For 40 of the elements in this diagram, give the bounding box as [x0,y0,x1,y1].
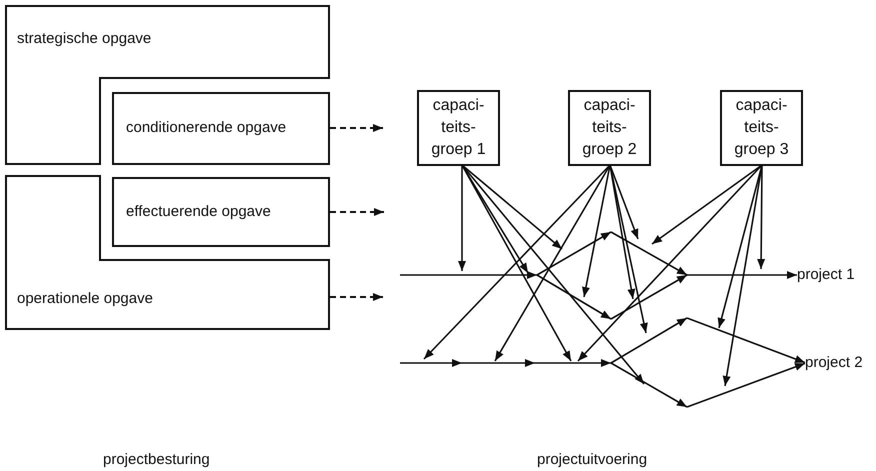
arrow [400,271,537,279]
arrow [462,166,572,362]
dashed-arrow [330,293,383,301]
arrow [686,362,806,408]
dashed-arrow [330,124,383,132]
arrow [757,166,766,269]
arrow [536,231,612,276]
section-label: projectuitvoering [537,450,648,470]
arrow [423,165,610,360]
arrow [686,317,806,364]
arrow [610,274,688,320]
section-label: projectbesturing [103,450,210,470]
arrow [652,165,762,245]
arrow [494,166,610,362]
arrow [718,166,762,328]
arrow [687,271,797,279]
arrow [609,166,636,300]
box-label: operationele opgave [17,290,153,307]
arrow [462,359,535,367]
arrow [577,165,762,362]
box-label: project 2 [805,352,863,373]
arrow [582,166,611,298]
capacity-group-box: capaci- teits- groep 1 [417,90,500,166]
arrow [610,317,688,364]
arrow [400,359,462,367]
task-box: effectuerende opgave [112,177,330,247]
arrow [610,362,688,408]
task-box: conditionerende opgave [112,92,330,165]
arrow [610,166,639,240]
capacity-group-box: capaci- teits- groep 2 [568,90,651,166]
arrow [536,274,612,320]
arrow [458,166,466,271]
box-label: project 1 [797,264,855,285]
arrow [462,165,645,385]
capacity-group-box: capaci- teits- groep 3 [720,90,803,166]
dashed-arrow [330,208,384,216]
arrow [610,231,688,276]
arrow [535,359,611,367]
box-label: strategische opgave [17,30,152,47]
arrow [462,165,563,250]
